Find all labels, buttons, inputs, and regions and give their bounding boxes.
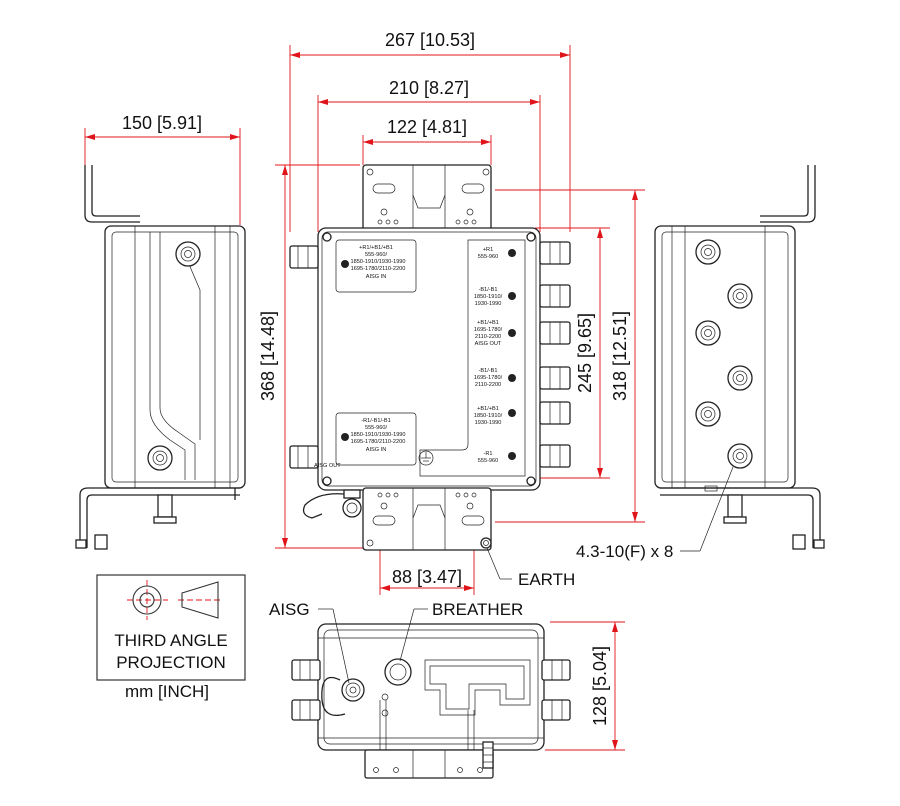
mounting-holes-callout: 4.3-10(F) x 8	[576, 542, 673, 561]
label-left-bottom-4: 1695-1780/2110-2200	[351, 439, 406, 445]
dim-368: 368 [14.48]	[258, 311, 278, 401]
aisg-callout: AISG	[269, 600, 310, 619]
label-right-5a: +B1/+B1	[477, 406, 499, 412]
bottom-view	[291, 623, 571, 779]
label-right-1a: +R1	[483, 247, 493, 253]
breather-callout: BREATHER	[432, 600, 523, 619]
label-left-top-5: AISG IN	[366, 274, 387, 280]
front-view	[289, 164, 571, 551]
front-panel-labels: +R1/+B1/+B1 555-960/ 1850-1910/1930-1990…	[314, 245, 503, 469]
dim-128: 128 [5.04]	[590, 646, 610, 726]
dim-210: 210 [8.27]	[389, 78, 469, 98]
label-left-top-2: 555-960/	[365, 252, 388, 258]
dim-318: 318 [12.51]	[610, 311, 630, 401]
projection-cone-icon	[181, 581, 219, 619]
label-left-top-3: 1850-1910/1930-1990	[350, 259, 405, 265]
label-right-5c: 1930-1990	[475, 420, 502, 426]
dim-88: 88 [3.47]	[392, 567, 462, 587]
projection-line2: PROJECTION	[116, 653, 226, 672]
left-side-view	[75, 165, 246, 550]
label-right-6a: -R1	[483, 451, 492, 457]
dim-122: 122 [4.81]	[387, 117, 467, 137]
label-right-1b: 555-960	[478, 254, 499, 260]
dim-150: 150 [5.91]	[122, 113, 202, 133]
label-right-3b: 1695-1780/	[474, 327, 503, 333]
right-side-view	[654, 165, 825, 550]
label-right-2a: -B1/-B1	[479, 287, 498, 293]
callout-leaders	[318, 466, 734, 684]
projection-box	[96, 574, 246, 681]
label-right-3c: 2110-2200	[475, 334, 501, 340]
label-right-2b: 1850-1910/	[474, 294, 503, 300]
label-left-top-1: +R1/+B1/+B1	[359, 245, 393, 251]
label-left-top-4: 1695-1780/2110-2200	[351, 266, 406, 272]
dim-267: 267 [10.53]	[385, 30, 475, 50]
label-aisg-out: AISG OUT	[314, 463, 341, 469]
label-left-bottom-1: -R1/-B1/-B1	[361, 418, 391, 424]
projection-outer-circle-icon	[132, 585, 162, 615]
label-right-3a: +B1/+B1	[477, 320, 499, 326]
label-right-4c: 2110-2200	[475, 382, 501, 388]
label-right-2c: 1930-1990	[475, 301, 502, 307]
label-left-bottom-3: 1850-1910/1930-1990	[350, 432, 405, 438]
label-left-bottom-2: 555-960/	[365, 425, 388, 431]
units-label: mm [INCH]	[125, 682, 209, 701]
label-right-4a: -B1/-B1	[479, 368, 498, 374]
label-right-5b: 1850-1910/	[474, 413, 503, 419]
label-right-3d: AISG OUT	[475, 341, 502, 347]
projection-line1: THIRD ANGLE	[114, 631, 227, 650]
dim-245: 245 [9.65]	[575, 313, 595, 393]
earth-callout: EARTH	[518, 570, 575, 589]
label-right-4b: 1695-1780/	[474, 375, 503, 381]
label-right-6b: 555-960	[478, 458, 499, 464]
label-left-bottom-5: AISG IN	[366, 447, 387, 453]
dimension-lines	[84, 45, 645, 751]
